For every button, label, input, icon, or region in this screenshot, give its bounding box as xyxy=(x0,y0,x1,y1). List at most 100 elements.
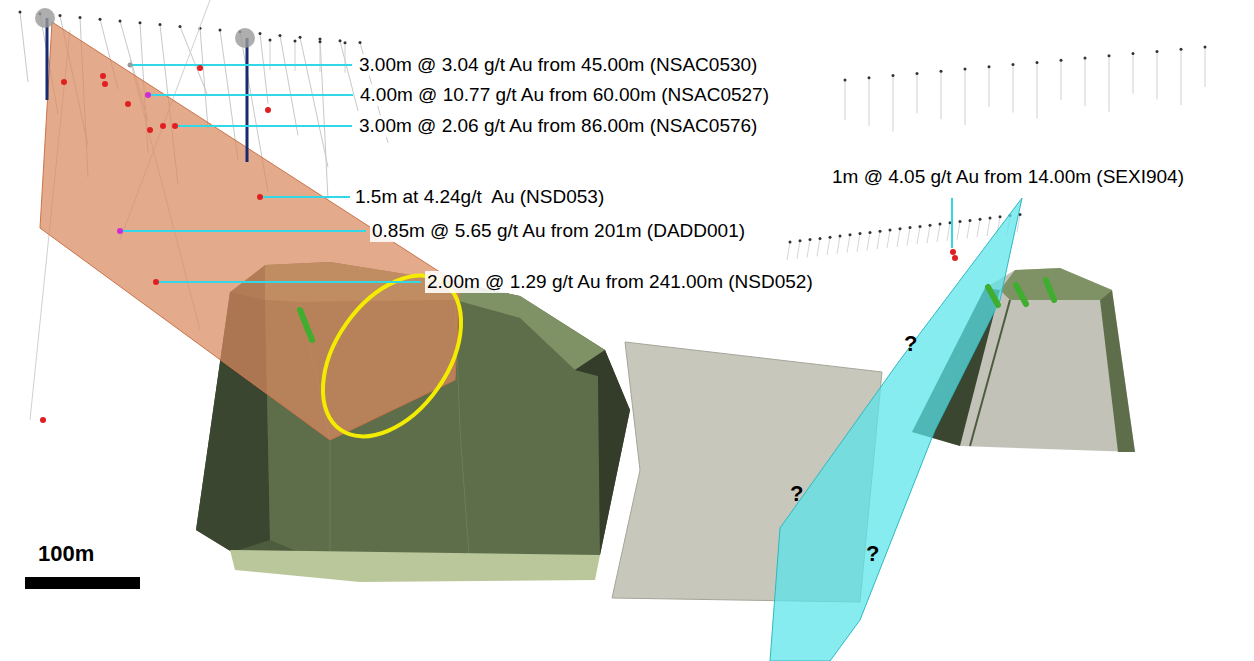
drill-collar xyxy=(989,217,992,220)
drill-trace xyxy=(887,230,890,248)
assay-callout: 1.5m at 4.24g/t Au (NSD053) xyxy=(353,186,606,208)
drill-collar xyxy=(359,41,362,44)
drill-trace xyxy=(867,232,870,250)
scale-label: 100m xyxy=(36,543,96,565)
drill-collar xyxy=(1180,48,1183,51)
drill-trace xyxy=(787,242,790,260)
drill-trace xyxy=(847,235,850,253)
drill-trace xyxy=(917,73,918,113)
drill-collar xyxy=(344,41,347,44)
drill-collar xyxy=(844,79,847,82)
drill-collar xyxy=(916,72,919,75)
drill-collar xyxy=(1060,59,1063,62)
drill-trace xyxy=(345,43,346,73)
uncertainty-mark: ? xyxy=(904,333,917,355)
drill-trace xyxy=(320,39,328,199)
assay-point xyxy=(40,63,958,424)
drill-collar xyxy=(809,238,812,241)
drill-collar xyxy=(919,225,922,228)
drill-collar xyxy=(139,21,142,24)
drill-collar xyxy=(940,70,943,73)
drill-collar xyxy=(959,220,962,223)
drill-collar xyxy=(909,226,912,229)
drill-collar xyxy=(964,68,967,71)
drill-collar xyxy=(1204,46,1207,49)
drill-collar xyxy=(279,34,282,37)
leader-line xyxy=(122,65,952,282)
drill-collar xyxy=(999,215,1002,218)
drill-trace xyxy=(967,220,970,238)
assay-callout: 2.00m @ 1.29 g/t Au from 241.00m (NSD052… xyxy=(425,271,815,293)
drill-trace xyxy=(1061,60,1062,100)
drill-trace xyxy=(1085,58,1086,106)
drill-collar xyxy=(892,74,895,77)
drill-trace xyxy=(907,228,910,246)
drill-collar xyxy=(179,25,182,28)
drill-trace xyxy=(20,12,28,82)
drill-trace xyxy=(1205,47,1206,87)
assay-callout: 4.00m @ 10.77 g/t Au from 60.00m (NSAC05… xyxy=(358,84,771,106)
drill-collar xyxy=(969,219,972,222)
fault-plane xyxy=(770,198,1022,661)
drill-trace xyxy=(927,225,930,243)
drill-trace xyxy=(295,41,296,71)
drill-collar xyxy=(819,237,822,240)
drill-collar xyxy=(849,233,852,236)
drill-collar xyxy=(1084,57,1087,60)
drill-collar xyxy=(219,29,222,32)
drill-trace xyxy=(893,76,894,132)
assay-callout: 1m @ 4.05 g/t Au from 14.00m (SEXI904) xyxy=(830,166,1186,188)
drill-trace xyxy=(180,26,208,96)
drill-trace xyxy=(807,240,810,258)
drill-trace xyxy=(827,237,830,255)
drill-collar xyxy=(979,218,982,221)
drill-collar xyxy=(869,231,872,234)
drill-collar xyxy=(19,11,22,14)
drill-trace xyxy=(280,35,298,135)
drill-trace xyxy=(965,69,966,125)
drill-trace xyxy=(977,219,980,237)
uncertainty-mark: ? xyxy=(790,483,803,505)
drill-trace xyxy=(1109,56,1110,112)
drill-trace xyxy=(897,229,900,247)
drill-collar xyxy=(1036,61,1039,64)
drill-collar xyxy=(1132,52,1135,55)
drill-collar xyxy=(889,229,892,232)
drill-trace xyxy=(817,238,820,256)
drill-trace xyxy=(845,80,846,120)
drill-trace xyxy=(957,222,960,240)
drill-trace xyxy=(989,67,990,107)
drill-collar xyxy=(35,8,255,162)
drill-trace xyxy=(877,231,880,249)
drill-collar xyxy=(259,32,262,35)
drill-trace xyxy=(937,224,940,242)
drill-collar xyxy=(269,39,272,42)
drill-trace xyxy=(1181,49,1182,105)
drill-trace xyxy=(1157,51,1158,99)
assay-callout: 3.00m @ 2.06 g/t Au from 86.00m (NSAC057… xyxy=(357,115,759,137)
drill-collar xyxy=(789,241,792,244)
drill-collar xyxy=(929,224,932,227)
drill-trace xyxy=(947,223,950,241)
drill-collar xyxy=(939,223,942,226)
drill-collar xyxy=(299,36,302,39)
scale-bar xyxy=(25,577,140,589)
drill-collar xyxy=(159,23,162,26)
drill-collar xyxy=(319,38,322,41)
drill-trace xyxy=(260,34,268,104)
drill-collar xyxy=(829,236,832,239)
drill-collar xyxy=(799,239,802,242)
drill-collar xyxy=(339,39,342,42)
drill-collar xyxy=(1012,63,1015,66)
drill-trace xyxy=(857,234,860,252)
drill-trace xyxy=(340,41,358,111)
drill-trace xyxy=(869,78,870,126)
drill-collar xyxy=(319,40,322,43)
drill-trace xyxy=(837,236,840,254)
drill-trace xyxy=(917,226,920,244)
assay-callout: 3.00m @ 3.04 g/t Au from 45.00m (NSAC053… xyxy=(357,54,759,76)
drill-collar xyxy=(868,76,871,79)
drill-collar xyxy=(839,235,842,238)
drill-trace xyxy=(320,42,321,72)
drill-collar xyxy=(59,14,62,17)
